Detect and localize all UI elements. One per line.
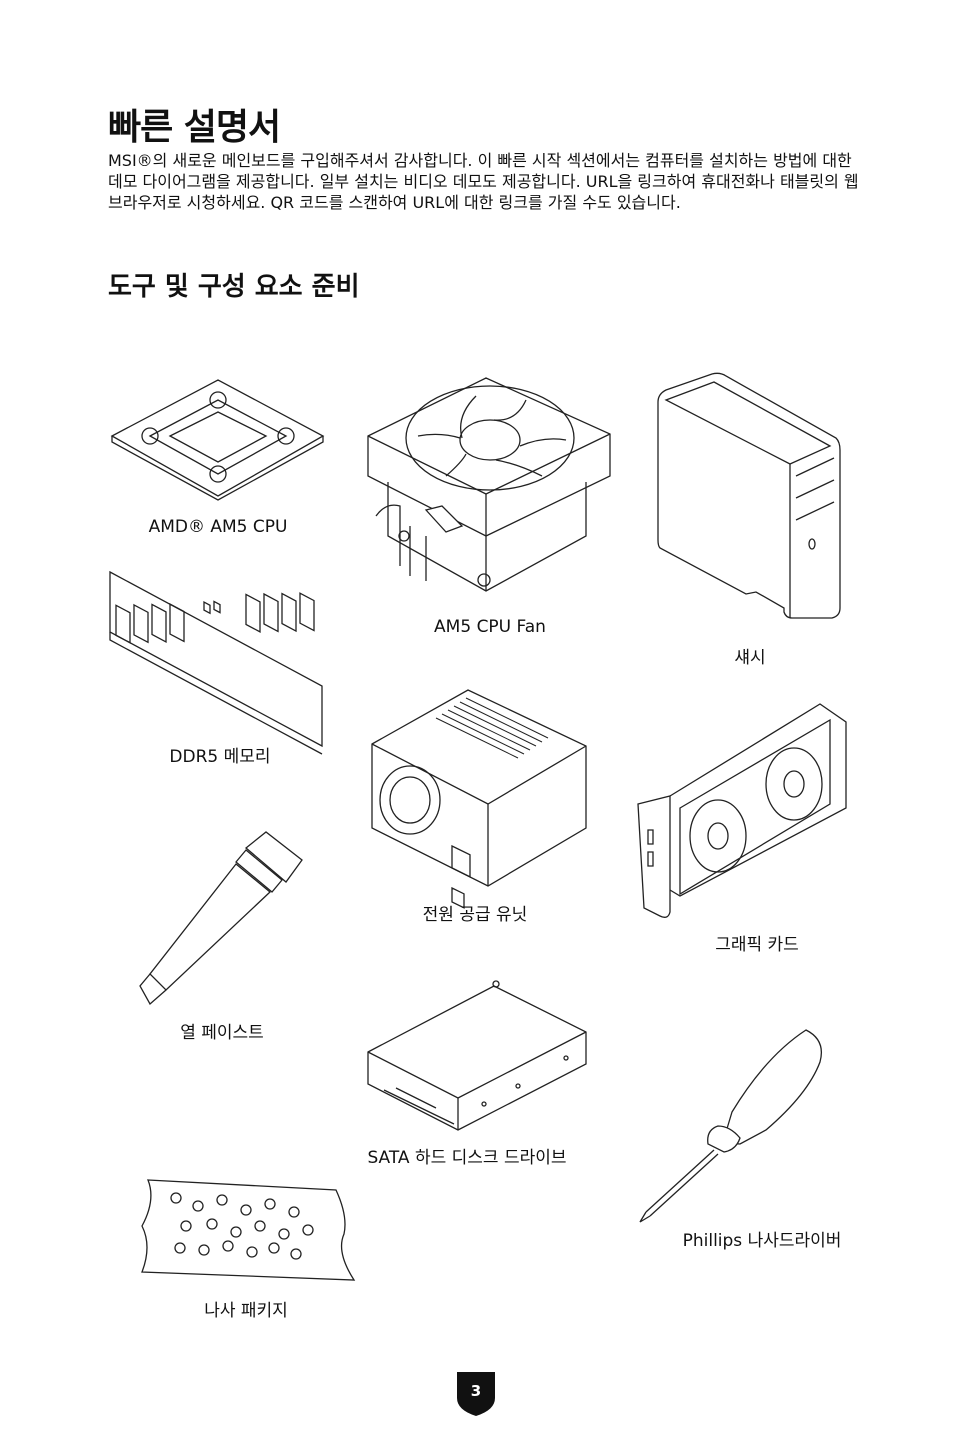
screwdriver-label: Phillips 나사드라이버 [682, 1231, 842, 1251]
section-title: 도구 및 구성 요소 준비 [108, 272, 360, 302]
cpu-fan-label: AM5 CPU Fan [434, 617, 546, 637]
intro-paragraph: MSI®의 새로운 메인보드를 구입해주셔서 감사합니다. 이 빠른 시작 섹션… [108, 151, 859, 212]
cpu-label: AMD® AM5 CPU [148, 517, 288, 537]
page-number: 3 [470, 1382, 482, 1400]
thermal-paste-illustration [136, 830, 306, 1008]
sata-hdd-illustration [366, 978, 590, 1134]
chassis-label: 섀시 [734, 648, 766, 668]
cpu-illustration [110, 378, 325, 500]
page-number-badge: 3 [457, 1372, 495, 1416]
graphics-card-label: 그래픽 카드 [715, 935, 799, 955]
thermal-paste-label: 열 페이스트 [180, 1023, 264, 1043]
chassis-illustration [656, 372, 842, 620]
psu-illustration [370, 688, 588, 888]
ddr5-memory-illustration [106, 570, 326, 748]
page-title: 빠른 설명서 [108, 107, 281, 148]
graphics-card-illustration [634, 700, 854, 922]
ddr5-memory-label: DDR5 메모리 [169, 747, 271, 767]
psu-label: 전원 공급 유닛 [422, 905, 528, 925]
page-badge-shape [457, 1372, 495, 1416]
screw-package-label: 나사 패키지 [204, 1301, 288, 1321]
sata-hdd-label: SATA 하드 디스크 드라이브 [367, 1148, 567, 1168]
screw-package-illustration [136, 1176, 356, 1284]
cpu-fan-illustration [366, 376, 612, 606]
screwdriver-illustration [636, 1026, 826, 1226]
